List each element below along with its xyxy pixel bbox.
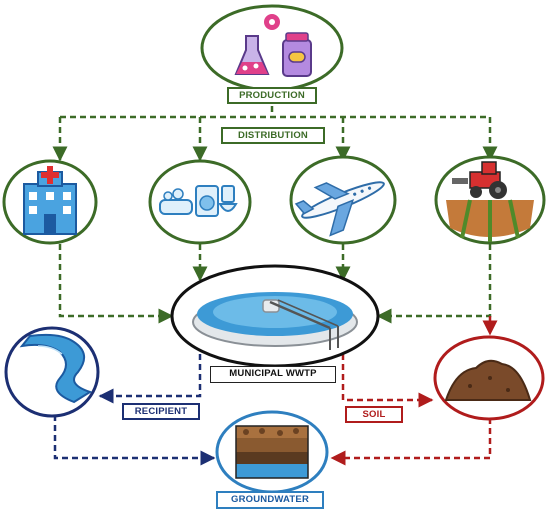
arrow-recipient-to-groundwater (53, 415, 216, 466)
hospital-icon (23, 166, 77, 235)
bathroom-appliances-icon (159, 185, 238, 217)
hospital-node (2, 159, 98, 245)
travel-node (289, 155, 397, 245)
arrow-wwtp-to-recipient (98, 354, 202, 404)
arrow-hospital-to-wwtp (58, 244, 174, 324)
wwtp-node (170, 264, 380, 368)
production-label: PRODUCTION (227, 87, 317, 104)
arrow-agriculture-to-wwtp (376, 244, 492, 324)
distribution-label: DISTRIBUTION (221, 127, 325, 144)
recipient-label: RECIPIENT (122, 403, 200, 420)
agriculture-node (434, 155, 546, 245)
tractor-field-icon (446, 161, 534, 242)
red-connectors (330, 354, 492, 466)
municipal-wwtp-label: MUNICIPAL WWTP (210, 366, 336, 383)
lab-flask-pill-icon (234, 14, 312, 77)
arrow-soil-to-groundwater (330, 418, 492, 466)
gear-icon (264, 14, 280, 30)
recipient-node (4, 326, 100, 418)
soil-layers-icon (235, 425, 309, 479)
production-node (200, 4, 344, 92)
treatment-tank-icon (192, 292, 358, 350)
river-icon (19, 333, 93, 404)
arrow-wwtp-to-soil (341, 354, 434, 408)
groundwater-label: GROUNDWATER (216, 491, 324, 509)
soil-node (433, 335, 545, 421)
navy-connectors (53, 354, 216, 466)
soil-pile-icon (444, 359, 532, 401)
soil-label: SOIL (345, 406, 403, 423)
groundwater-node (215, 410, 329, 494)
household-node (148, 159, 252, 245)
airplane-icon (294, 181, 385, 237)
